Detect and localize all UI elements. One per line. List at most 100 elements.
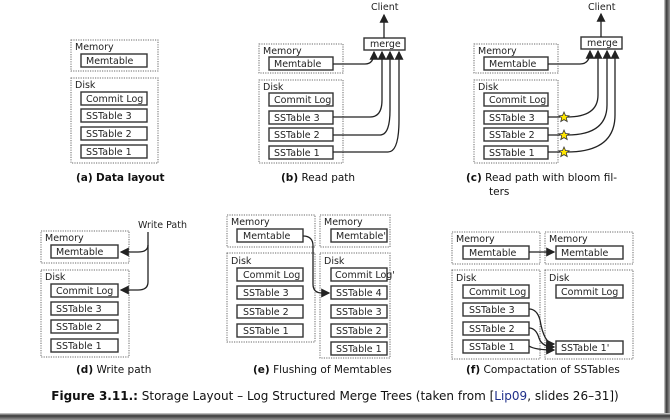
sstable-1-label: SSTable 1: [274, 148, 320, 159]
commit-log-box-after: [555, 284, 624, 299]
bloom-filter-star-icon: [557, 128, 571, 141]
sstable-2-box: [50, 319, 119, 334]
sstable1-read-arrow: [548, 51, 615, 153]
sstable-1-label: SSTable 1: [243, 326, 289, 337]
disk-group-before: [226, 252, 316, 343]
sstable3-compact-arrow: [528, 308, 556, 349]
disk-group: [40, 269, 130, 358]
sstable-2-box: [330, 323, 388, 338]
disk-label: Disk: [549, 273, 570, 284]
client-label: Client: [371, 2, 399, 13]
memtable-label: Memtable: [86, 56, 134, 67]
memory-label: Memory: [263, 46, 302, 57]
subfigure-a: Memory Memtable Disk Commit Log SSTable …: [70, 39, 165, 184]
memory-group: [40, 230, 130, 264]
commit-log-label: Commit Log: [243, 270, 300, 281]
memory-label: Memory: [231, 217, 270, 228]
sstable-2-box: [80, 126, 148, 141]
sstable3-read-arrow: [333, 50, 387, 118]
disk-group: [70, 77, 159, 164]
memory-group-before: [226, 214, 316, 248]
memory-group-after: [544, 231, 634, 265]
subfigure-caption-c: (c) Read path with bloom fil-: [466, 172, 617, 184]
commit-log-prime-label: Commit Log': [335, 270, 395, 281]
commit-log-label: Commit Log: [274, 95, 331, 106]
sstable-3-label: SSTable 3: [469, 305, 515, 316]
memtable-label: Memtable: [56, 247, 104, 258]
memory-label: Memory: [549, 234, 588, 245]
subfigure-caption-a: (a) Data layout: [76, 172, 165, 184]
commit-log-box: [268, 92, 334, 107]
sstable-2-label: SSTable 2: [56, 322, 102, 333]
client-label: Client: [588, 2, 616, 13]
sstable-2-label: SSTable 2: [243, 307, 289, 318]
sstable1-read-arrow: [333, 50, 404, 153]
sstable2-read-arrow: [548, 51, 607, 136]
sstable-1-prime-box: [555, 340, 624, 355]
bloom-filter-star-icon: [557, 110, 571, 123]
sstable-3-box: [50, 301, 119, 316]
sstable3-read-arrow: [548, 51, 598, 118]
sstable2-compact-arrow: [528, 327, 556, 352]
memory-group-after: [319, 214, 391, 248]
sstable-3-box: [236, 285, 304, 300]
commit-log-label: Commit Log: [469, 287, 526, 298]
bloom-filter-star-icon: [557, 145, 571, 158]
memtable-read-arrow: [333, 50, 379, 65]
figure-suffix: , slides 26–31]): [527, 389, 619, 403]
disk-label: Disk: [456, 273, 477, 284]
sstable-4-box: [330, 285, 388, 300]
memtable-label: Memtable: [243, 231, 291, 242]
commit-log-label: Commit Log: [489, 95, 546, 106]
disk-label: Disk: [45, 272, 66, 283]
sstable-1-label: SSTable 1: [489, 148, 535, 159]
write-to-commitlog-arrow: [119, 245, 149, 295]
subfigure-e: Memory Memtable Disk Commit Log SSTable …: [226, 214, 395, 376]
subfigure-f: Memory Memtable Disk Commit Log SSTable …: [451, 231, 634, 376]
memory-label: Memory: [75, 42, 114, 53]
disk-group-before: [451, 269, 541, 360]
subfigure-caption-e: (e) Flushing of Memtables: [253, 364, 392, 376]
subfigure-d: Memory Memtable Disk Commit Log SSTable …: [40, 220, 187, 376]
sstable-3-box: [80, 108, 148, 123]
disk-label: Disk: [324, 256, 345, 267]
commit-log-box: [50, 283, 119, 298]
commit-log-prime-box: [330, 267, 388, 282]
commit-log-box: [80, 91, 148, 106]
memtable-read-arrow: [548, 49, 595, 65]
write-path-label: Write Path: [138, 220, 187, 231]
disk-label: Disk: [75, 80, 96, 91]
disk-label: Disk: [263, 82, 284, 93]
write-to-memtable-arrow: [119, 232, 149, 257]
sstable1-compact-arrow: [528, 345, 556, 355]
subfigure-caption-f: (f) Compactation of SSTables: [466, 364, 620, 376]
sstable-2-label: SSTable 2: [489, 130, 535, 141]
disk-label: Disk: [478, 82, 499, 93]
sstable2-read-arrow: [333, 50, 395, 136]
sstable-1-prime-label: SSTable 1': [561, 343, 609, 354]
memory-group: [70, 39, 159, 72]
memory-group-before: [451, 231, 541, 265]
memory-label: Memory: [324, 217, 363, 228]
sstable-1-box: [330, 341, 388, 356]
disk-label: Disk: [231, 256, 252, 267]
commit-log-label: Commit Log: [561, 287, 618, 298]
memtable-prime-label: Memtable': [336, 231, 386, 242]
frame-border-right: [664, 0, 670, 420]
memtable-label: Memtable: [489, 59, 537, 70]
sstable-2-label: SSTable 2: [336, 326, 382, 337]
disk-group: [473, 79, 559, 164]
sstable-2-label: SSTable 2: [274, 130, 320, 141]
memory-group: [258, 43, 344, 74]
commit-log-box: [236, 267, 304, 282]
subfigure-caption-c-line2: ters: [489, 186, 509, 198]
memory-label: Memory: [456, 234, 495, 245]
sstable-3-label: SSTable 3: [274, 113, 320, 124]
sstable-1-box: [50, 338, 119, 353]
commit-log-box: [462, 284, 530, 299]
sstable-4-label: SSTable 4: [336, 288, 382, 299]
citation-link[interactable]: Lip09: [494, 389, 528, 403]
memory-label: Memory: [45, 233, 84, 244]
sstable-2-label: SSTable 2: [86, 129, 132, 140]
